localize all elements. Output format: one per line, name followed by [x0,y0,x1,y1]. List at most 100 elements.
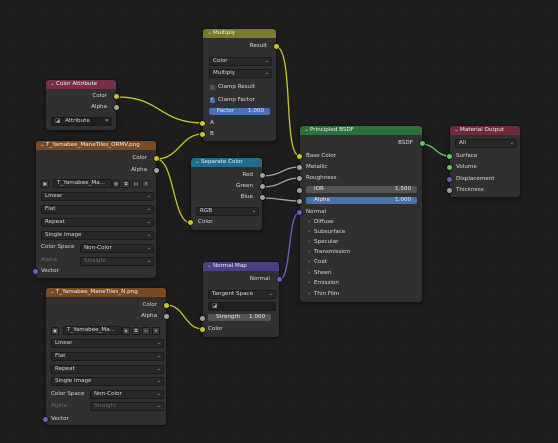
metallic-socket[interactable] [297,165,302,170]
collapse-chevron-icon[interactable]: ⌄ [304,127,309,133]
clear-x-icon[interactable]: ✕ [104,118,109,124]
collapse-chevron-icon[interactable]: ⌄ [40,142,45,148]
tex1-color-space-dropdown[interactable]: Non-Color⌄ [80,244,154,253]
uv-map-field[interactable]: ◪ [208,302,276,311]
close-icon[interactable]: ✕ [152,327,160,335]
strength-label: Strength [216,314,241,320]
collapse-chevron-icon[interactable]: ⌄ [195,159,200,165]
tex1-source-dropdown[interactable]: Single Image⌄ [41,231,154,240]
tex2-source-dropdown[interactable]: Single Image⌄ [51,377,164,386]
material-output-header[interactable]: ⌄Material Output [450,126,520,135]
clamp-result-checkbox[interactable] [210,85,215,90]
panel-coat[interactable]: ›Coat [308,257,327,267]
image-texture-ormv-header[interactable]: ⌄T_Yamabee_ManeTiles_ORMV.png [36,141,156,150]
folder-icon[interactable]: ▭ [142,327,150,335]
image-texture-ormv-node[interactable]: ⌄T_Yamabee_ManeTiles_ORMV.png Color Alph… [33,141,159,278]
tex1-projection-dropdown[interactable]: Flat⌄ [41,205,154,214]
separate-green-socket[interactable] [260,184,265,189]
separate-blue-socket[interactable] [260,195,265,200]
tex2-projection-dropdown[interactable]: Flat⌄ [51,352,164,361]
separate-red-socket[interactable] [260,173,265,178]
multiply-operation-dropdown[interactable]: Multiply⌄ [209,69,272,78]
panel-sheen[interactable]: ›Sheen [308,268,332,278]
panel-specular[interactable]: ›Specular [308,237,338,247]
tex1-extension-dropdown[interactable]: Repeat⌄ [41,218,154,227]
panel-transmission[interactable]: ›Transmission [308,247,350,257]
collapse-chevron-icon[interactable]: ⌄ [50,81,55,87]
multiply-node[interactable]: ⌄Multiply Result Color⌄ Multiply⌄ Clamp … [200,29,279,141]
collapse-chevron-icon[interactable]: ⌄ [50,289,55,295]
multiply-result-socket[interactable] [274,44,279,49]
normal-map-color-socket[interactable] [200,327,205,332]
normal-map-node[interactable]: ⌄Normal Map Normal Tangent Space⌄ ◪ Stre… [200,262,282,337]
separate-color-header[interactable]: ⌄Separate Color [191,158,262,167]
material-output-target-dropdown[interactable]: All⌄ [455,139,517,148]
panel-diffuse[interactable]: ›Diffuse [308,217,334,227]
base-color-socket[interactable] [297,154,302,159]
ior-socket[interactable] [297,188,302,193]
strength-socket[interactable] [200,316,205,321]
tex2-alpha-socket[interactable] [164,314,169,319]
panel-emission[interactable]: ›Emission [308,278,339,288]
principled-bsdf-header[interactable]: ⌄Principled BSDF [300,126,422,135]
normal-map-space-dropdown[interactable]: Tangent Space⌄ [208,290,276,299]
multiply-type-dropdown[interactable]: Color⌄ [209,57,272,66]
surface-socket[interactable] [447,154,452,159]
normal-map-header[interactable]: ⌄Normal Map [203,262,279,271]
shield-icon[interactable]: ◈ [112,180,120,188]
separate-color-in-socket[interactable] [188,220,193,225]
separate-color-node[interactable]: ⌄Separate Color Red Green Blue RGB⌄ Colo… [188,158,265,230]
collapse-chevron-icon[interactable]: ⌄ [454,127,459,133]
tex2-extension-dropdown[interactable]: Repeat⌄ [51,365,164,374]
color-attribute-header[interactable]: ⌄Color Attribute [46,80,116,89]
roughness-socket[interactable] [297,176,302,181]
clamp-factor-checkbox[interactable] [210,96,215,103]
tex2-color-socket[interactable] [164,303,169,308]
collapse-chevron-icon[interactable]: ⌄ [207,30,212,36]
panel-subsurface[interactable]: ›Subsurface [308,227,345,237]
close-icon[interactable]: ✕ [142,180,150,188]
color-attribute-color-socket[interactable] [114,94,119,99]
multiply-a-socket[interactable] [200,121,205,126]
duplicate-icon[interactable]: ⧉ [122,180,130,188]
material-output-node[interactable]: ⌄Material Output All⌄ Surface Volume Dis… [447,126,520,197]
folder-icon[interactable]: ▭ [132,180,140,188]
tex2-vector-socket[interactable] [43,417,48,422]
tex2-color-space-dropdown[interactable]: Non-Color⌄ [90,390,164,399]
image-texture-n-header[interactable]: ⌄T_Yamabee_ManeTiles_N.png [46,288,166,297]
collapse-chevron-icon[interactable]: ⌄ [207,263,212,269]
bsdf-output-socket[interactable] [420,141,425,146]
image-texture-n-node[interactable]: ⌄T_Yamabee_ManeTiles_N.png Color Alpha ▣… [43,288,169,425]
volume-socket[interactable] [447,165,452,170]
tex1-image-name-field[interactable]: T_Yamabee_Ma... [53,179,112,188]
separate-mode-dropdown[interactable]: RGB⌄ [196,207,259,216]
displacement-socket[interactable] [447,177,452,182]
duplicate-icon[interactable]: ⧉ [132,327,140,335]
tex1-color-socket[interactable] [154,156,159,161]
normal-socket[interactable] [297,210,302,215]
multiply-header[interactable]: ⌄Multiply [203,29,276,38]
attribute-picker-icon[interactable]: ◪ [55,118,61,124]
image-browse-icon[interactable]: ▣ [41,180,49,188]
multiply-b-socket[interactable] [200,132,205,137]
tex2-image-name-field[interactable]: T_Yamabee_Ma... [63,326,122,335]
thickness-socket[interactable] [447,188,452,193]
shield-icon[interactable]: ◈ [122,327,130,335]
chevron-down-icon: ⌄ [146,193,151,199]
color-attribute-alpha-socket[interactable] [114,105,119,110]
tex1-interpolation-dropdown[interactable]: Linear⌄ [41,192,154,201]
panel-thin-film[interactable]: ›Thin Film [308,289,339,299]
tex2-interpolation-dropdown[interactable]: Linear⌄ [51,339,164,348]
tex1-vector-socket[interactable] [33,269,38,274]
attribute-name-field[interactable]: ◪ Attribute ✕ [51,117,112,126]
principled-bsdf-node[interactable]: ⌄Principled BSDF BSDF Base Color Metalli… [297,126,425,302]
tex1-alpha-socket[interactable] [154,168,159,173]
image-browse-icon[interactable]: ▣ [51,327,59,335]
color-attribute-node[interactable]: ⌄Color Attribute Color Alpha ◪ Attribute… [46,80,119,130]
normal-map-normal-socket[interactable] [277,277,282,282]
alpha-socket[interactable] [297,199,302,204]
